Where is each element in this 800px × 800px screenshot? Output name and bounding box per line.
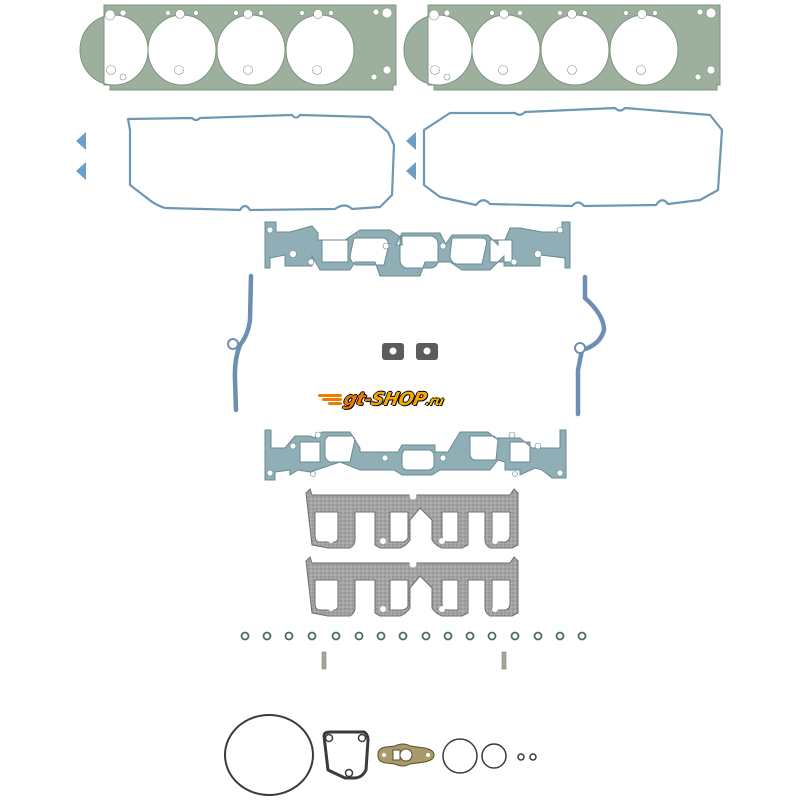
valve-cover-grommets (76, 132, 416, 180)
thermostat-gasket (322, 730, 370, 780)
speed-streaks-icon (318, 392, 342, 406)
square-grommets (382, 343, 438, 360)
valve-cover-gasket-right (422, 106, 724, 208)
large-o-ring (224, 714, 314, 796)
watermark-text: gt-SHOP.ru (342, 389, 446, 410)
manifold-end-seal-left (227, 273, 254, 413)
gt-shop-watermark-logo: gt-SHOP.ru (318, 388, 478, 410)
valve-cover-gasket-left (126, 113, 396, 212)
cylinder-head-gasket-right (403, 4, 721, 91)
valve-stem-seals (240, 631, 587, 641)
dowel-pins (321, 651, 507, 670)
intake-manifold-gasket-lower (264, 429, 567, 481)
intake-manifold-gasket-upper (264, 221, 571, 277)
exhaust-manifold-gasket-lower (305, 556, 519, 617)
egr-gasket (377, 743, 435, 767)
exhaust-manifold-gasket-upper (305, 488, 519, 549)
manifold-end-seal-right (574, 274, 607, 417)
cylinder-head-gasket-left (79, 4, 397, 91)
watermark-main: SHOP (369, 388, 429, 410)
watermark-suffix: .ru (424, 393, 445, 408)
o-rings (442, 738, 537, 774)
